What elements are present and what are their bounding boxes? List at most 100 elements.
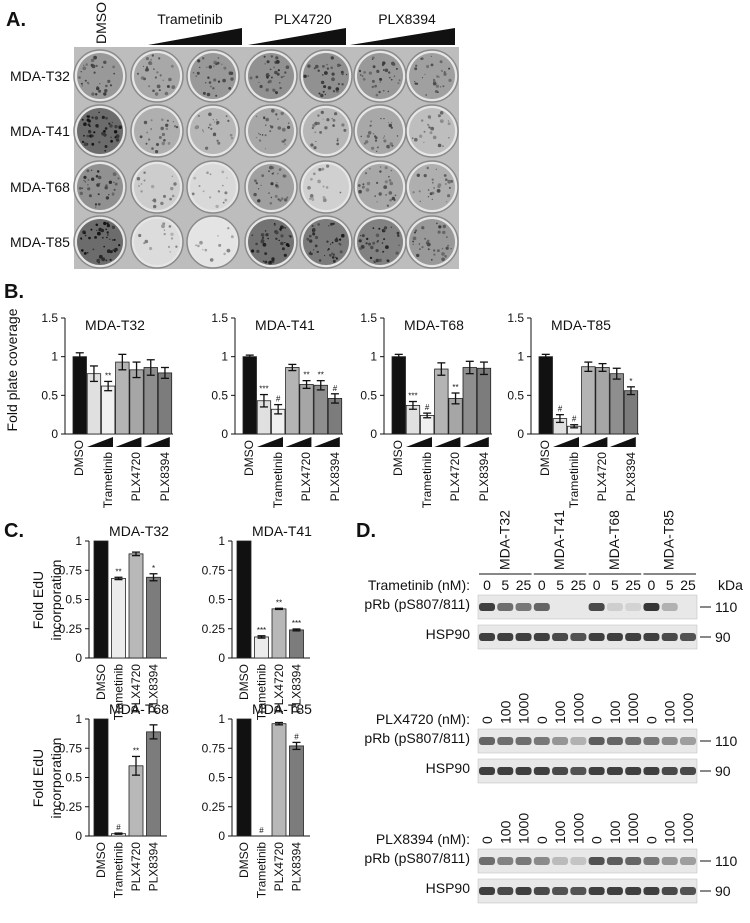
- colony-speck: [388, 179, 392, 182]
- colony-speck: [447, 244, 449, 247]
- blot-band: [680, 737, 696, 745]
- colony-speck: [443, 71, 446, 74]
- colony-speck: [154, 76, 157, 79]
- colony-speck: [97, 231, 101, 236]
- colony-speck: [398, 244, 400, 247]
- colony-speck: [197, 244, 200, 248]
- colony-speck: [90, 63, 94, 67]
- colony-speck: [393, 75, 396, 77]
- colony-speck: [331, 252, 334, 255]
- colony-speck: [427, 124, 430, 126]
- colony-speck: [358, 189, 362, 194]
- colony-speck: [154, 92, 159, 96]
- colony-speck: [443, 72, 447, 76]
- blot-band: [661, 857, 678, 865]
- blot-row-label: HSP90: [426, 760, 471, 776]
- colony-speck: [230, 77, 234, 81]
- colony-speck: [159, 74, 162, 77]
- colony-speck: [330, 222, 333, 226]
- colony-speck: [169, 197, 172, 201]
- colony-speck: [91, 116, 94, 119]
- y-tick-label: 0.25: [202, 622, 226, 636]
- row-label-mda-t41: MDA-T41: [10, 123, 70, 139]
- colony-speck: [156, 143, 159, 146]
- colony-speck: [432, 181, 434, 184]
- bar: [93, 718, 109, 837]
- blot-band: [661, 887, 678, 895]
- kda-value: 90: [715, 883, 731, 899]
- colony-speck: [420, 57, 423, 61]
- dose-label: 0: [479, 836, 495, 844]
- colony-speck: [314, 235, 319, 240]
- colony-speck: [103, 133, 107, 137]
- colony-speck: [113, 181, 115, 183]
- dose-label: 0: [648, 577, 656, 593]
- colony-speck: [414, 80, 416, 83]
- colony-speck: [270, 76, 273, 79]
- colony-speck: [391, 196, 395, 201]
- colony-speck: [225, 115, 228, 117]
- colony-speck: [95, 223, 99, 227]
- colony-speck: [318, 259, 322, 262]
- blot-band: [497, 767, 514, 775]
- blot-band: [497, 633, 514, 641]
- colony-speck: [338, 242, 341, 245]
- blot-membrane: [477, 728, 698, 754]
- colony-speck: [326, 67, 329, 70]
- colony-speck: [427, 115, 432, 119]
- colony-speck: [426, 166, 429, 170]
- colony-speck: [376, 181, 379, 184]
- colony-speck: [276, 72, 280, 76]
- colony-speck: [228, 87, 232, 90]
- dose-wedge: [350, 28, 455, 45]
- colony-speck: [164, 91, 169, 96]
- plate-well: [248, 219, 294, 265]
- colony-speck: [161, 118, 164, 121]
- colony-speck: [437, 183, 442, 187]
- bar: [476, 367, 492, 435]
- colony-speck: [213, 78, 217, 82]
- colony-speck: [90, 228, 93, 231]
- colony-speck: [255, 115, 258, 118]
- colony-speck: [390, 126, 393, 129]
- significance-mark: ***: [408, 392, 417, 401]
- chart-title: MDA-T68: [109, 701, 169, 717]
- colony-speck: [386, 144, 390, 149]
- colony-speck: [433, 249, 436, 252]
- colony-speck: [430, 55, 432, 57]
- colony-speck: [193, 176, 197, 180]
- dose-wedge: [248, 28, 346, 45]
- colony-speck: [359, 247, 363, 250]
- colony-speck: [416, 82, 419, 85]
- colony-speck: [279, 227, 283, 230]
- category-label: PLX8394: [147, 842, 161, 892]
- colony-speck: [309, 239, 313, 243]
- colony-speck: [431, 178, 434, 181]
- dose-wedge: [257, 437, 283, 447]
- colony-speck: [264, 148, 267, 150]
- colony-speck: [264, 230, 267, 232]
- blot-band: [479, 767, 495, 775]
- colony-speck: [437, 143, 442, 148]
- y-tick-label: 0: [51, 427, 58, 441]
- colony-speck: [284, 227, 286, 229]
- blot-band: [479, 603, 495, 611]
- colony-speck: [263, 117, 266, 120]
- colony-speck: [424, 237, 427, 240]
- colony-speck: [259, 133, 261, 136]
- colony-speck: [202, 57, 205, 60]
- y-tick-label: 1: [51, 350, 58, 364]
- colony-speck: [363, 71, 366, 74]
- y-tick-label: 0.5: [211, 388, 228, 402]
- category-label: Trametinib: [255, 664, 269, 721]
- colony-speck: [276, 182, 278, 184]
- colony-speck: [265, 118, 268, 121]
- colony-speck: [321, 73, 324, 76]
- colony-speck: [390, 78, 393, 81]
- colony-speck: [336, 237, 338, 239]
- plate-well: [190, 108, 236, 154]
- significance-mark: **: [303, 371, 309, 380]
- colony-speck: [150, 119, 153, 122]
- blot-band: [515, 737, 532, 745]
